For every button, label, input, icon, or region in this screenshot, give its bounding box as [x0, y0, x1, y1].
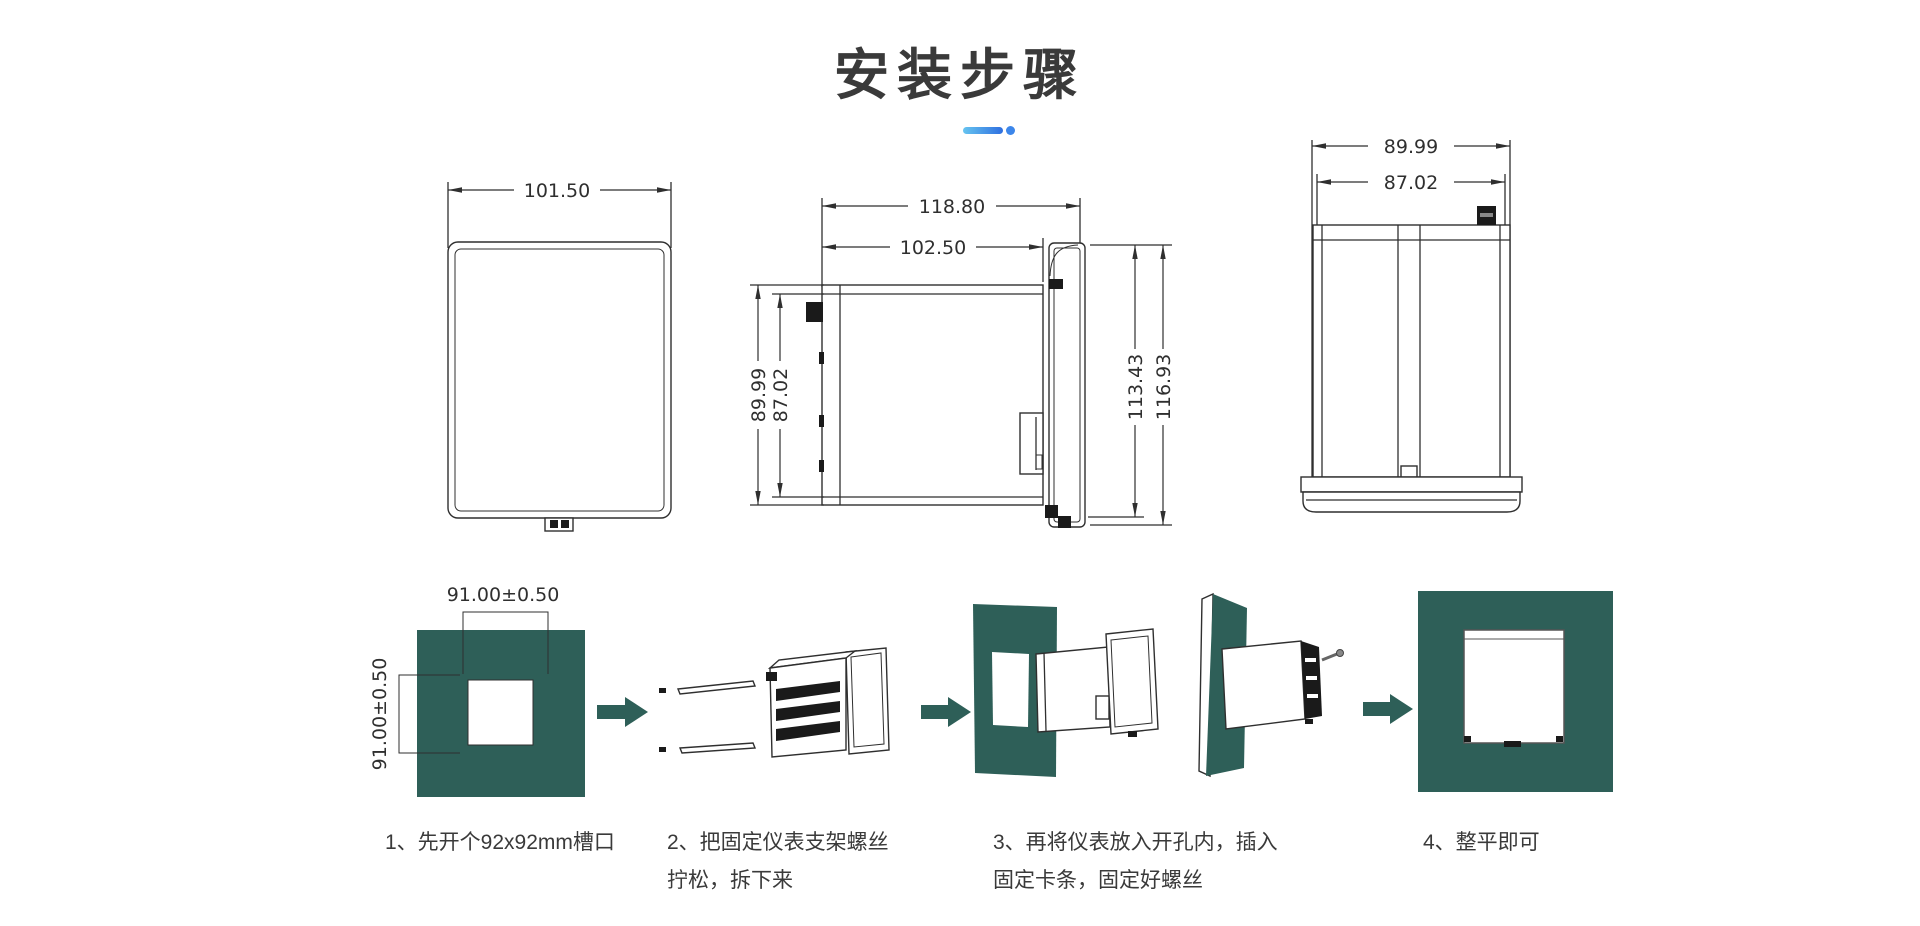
page-title: 安装步骤 — [833, 44, 1086, 106]
meter-bezel-inserting — [1105, 628, 1159, 735]
step3-caption-line1: 3、再将仪表放入开孔内，插入 — [993, 831, 1278, 854]
rear-flange — [1300, 476, 1523, 493]
step3-caption-line2: 固定卡条，固定好螺丝 — [993, 869, 1203, 892]
meter-body-side — [821, 284, 1044, 506]
step2-caption-line2: 拧松，拆下来 — [667, 869, 793, 892]
cutout-width-dim: 91.00±0.50 — [447, 584, 560, 606]
panel-cutout-angled — [992, 652, 1029, 727]
side-overall-depth-dim: 118.80 — [919, 196, 985, 218]
step1-caption: 1、先开个92x92mm槽口 — [385, 824, 615, 862]
cutout-height-dim: 91.00±0.50 — [369, 658, 391, 771]
step3-fix-illustration — [1198, 592, 1344, 778]
side-view-drawing: 118.80 102.50 89.99 — [748, 195, 1175, 528]
panel-cutout — [467, 679, 534, 746]
front-width-dim: 101.50 — [524, 180, 590, 202]
step2-caption-line1: 2、把固定仪表支架螺丝 — [667, 831, 889, 854]
step4-caption-line1: 4、整平即可 — [1423, 831, 1540, 854]
mounting-clip — [806, 302, 823, 322]
fixing-bracket-top — [677, 680, 756, 695]
bracket-screw-bottom — [659, 747, 666, 752]
fixing-screw-rod — [1321, 652, 1338, 662]
step3-insert-illustration — [973, 604, 1159, 777]
meter-front-mounted — [1463, 629, 1565, 744]
side-body-height-outer-dim: 89.99 — [748, 368, 770, 422]
title-dot-decoration — [1006, 126, 1015, 135]
side-panel-depth-dim: 102.50 — [900, 237, 966, 259]
meter-bezel-iso — [845, 647, 890, 755]
step4-result-illustration — [1418, 591, 1613, 792]
side-latch — [1019, 412, 1044, 475]
meter-body-through — [1221, 640, 1306, 730]
title-underline-decoration — [963, 127, 1003, 134]
step1-caption-line1: 1、先开个92x92mm槽口 — [385, 831, 615, 854]
step-arrow-2 — [921, 697, 971, 727]
step2-caption: 2、把固定仪表支架螺丝 拧松，拆下来 — [667, 824, 889, 900]
rear-view-drawing: 89.99 87.02 — [1300, 135, 1523, 513]
side-body-height-inner-dim: 87.02 — [770, 368, 792, 422]
rear-width-inner-dim: 87.02 — [1384, 172, 1438, 194]
side-front-height-outer-dim: 116.93 — [1153, 354, 1175, 420]
step2-illustration — [659, 647, 890, 758]
meter-body-rear — [1312, 224, 1511, 478]
step-arrow-3 — [1363, 694, 1413, 724]
step1-cutout-panel: 91.00±0.50 91.00±0.50 — [369, 584, 585, 797]
fixing-bracket-bottom — [678, 742, 757, 754]
side-front-height-inner-dim: 113.43 — [1125, 354, 1147, 420]
meter-front-outline — [447, 241, 672, 519]
bracket-screw-top — [659, 688, 666, 693]
step4-caption: 4、整平即可 — [1423, 824, 1540, 862]
step3-caption: 3、再将仪表放入开孔内，插入 固定卡条，固定好螺丝 — [993, 824, 1278, 900]
step-arrow-1 — [597, 697, 648, 727]
front-view-drawing: 101.50 — [447, 179, 672, 532]
rear-width-outer-dim: 89.99 — [1384, 136, 1438, 158]
